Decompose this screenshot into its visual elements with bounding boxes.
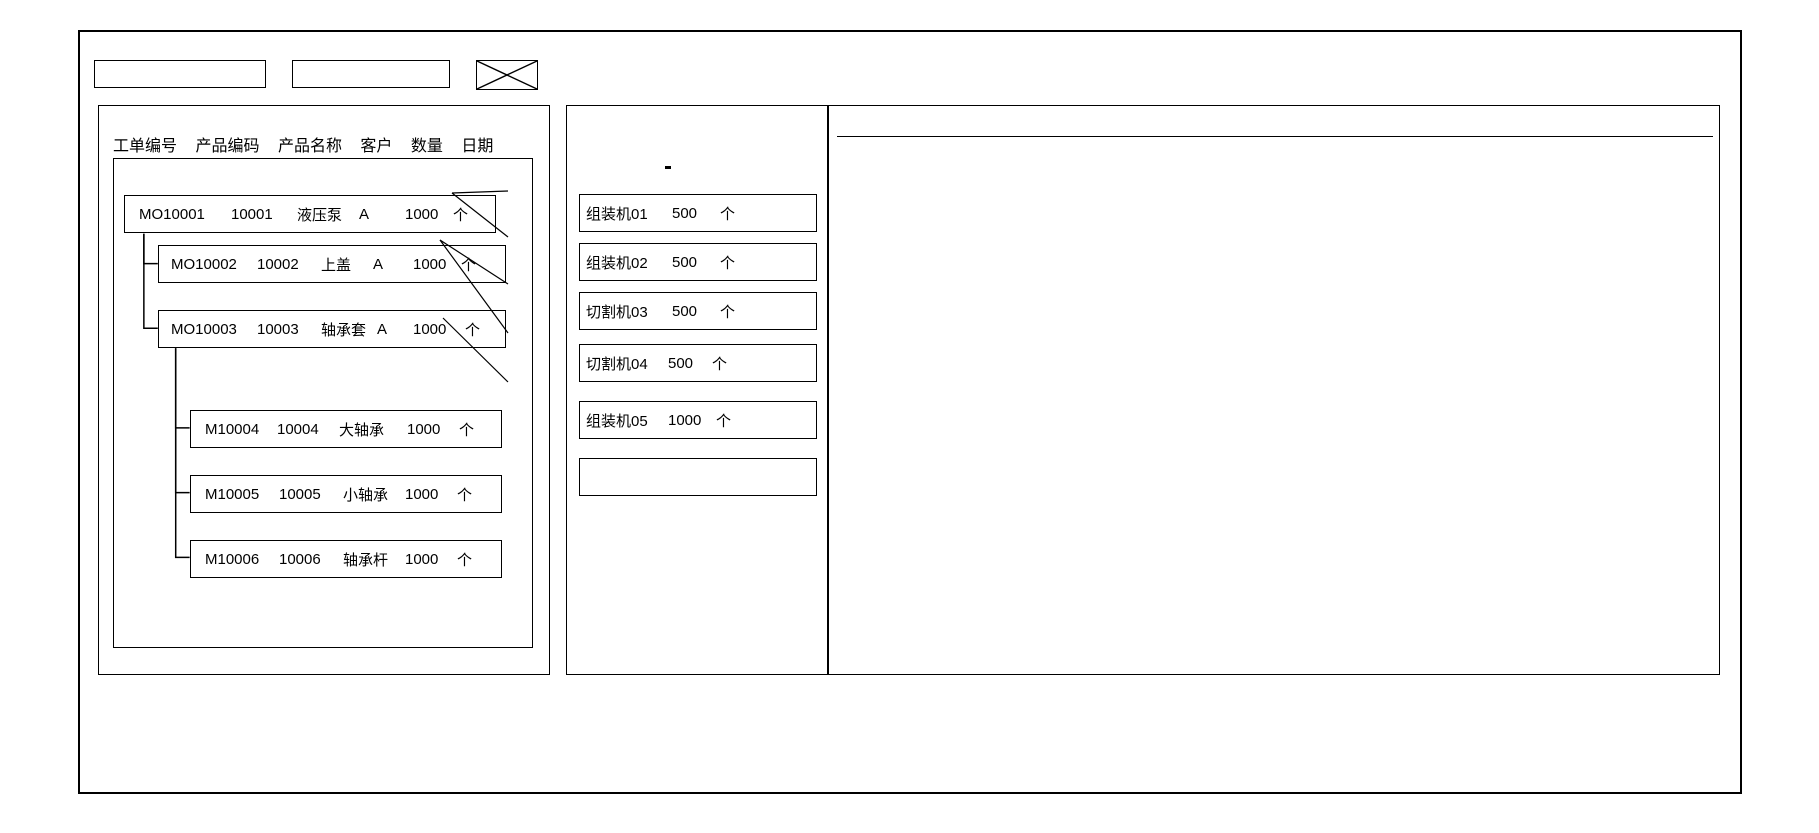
- tree-row-customer: A: [373, 255, 384, 273]
- machine-row-name: 切割机04: [586, 355, 648, 373]
- toolbar-field-one[interactable]: [94, 60, 266, 88]
- tree-row-product-code: 10003: [257, 320, 299, 338]
- tree-row-order-no: M10004: [205, 420, 260, 438]
- tree-row-customer: A: [359, 205, 370, 223]
- work-order-panel: 工单编号 产品编码 产品名称 客户 数量 日期: [98, 105, 550, 675]
- tree-row-unit: 个: [453, 206, 469, 224]
- tree-row-order-no: MO10001: [139, 205, 205, 223]
- tree-row[interactable]: MO10001 10001 液压泵 A 1000 个: [124, 195, 496, 233]
- machine-assignment-panel: 组装机01 500 个 组装机02 500 个 切割机03 500 个 切割机0…: [566, 105, 828, 675]
- tree-row-unit: 个: [457, 486, 473, 504]
- machine-row-qty: 500: [672, 253, 698, 271]
- machine-row-unit: 个: [716, 412, 732, 430]
- crossed-box-icon[interactable]: [476, 60, 538, 90]
- tree-row[interactable]: M10004 10004 大轴承 1000 个: [190, 410, 502, 448]
- tree-row[interactable]: MO10003 10003 轴承套 A 1000 个: [158, 310, 506, 348]
- work-order-tree: MO10001 10001 液压泵 A 1000 个 MO10002 10002…: [113, 158, 533, 648]
- tree-row-order-no: MO10002: [171, 255, 237, 273]
- toolbar-field-two[interactable]: [292, 60, 450, 88]
- machine-row-unit: 个: [720, 303, 736, 321]
- tree-row-product-code: 10002: [257, 255, 299, 273]
- tree-row-qty: 1000: [405, 485, 439, 503]
- work-order-column-headers: 工单编号 产品编码 产品名称 客户 数量 日期: [113, 132, 493, 156]
- machine-row-qty: 500: [672, 302, 698, 320]
- tree-row[interactable]: M10006 10006 轴承杆 1000 个: [190, 540, 502, 578]
- machine-row[interactable]: 组装机02 500 个: [579, 243, 817, 281]
- column-header-customer: 客户: [360, 138, 393, 155]
- tree-row[interactable]: M10005 10005 小轴承 1000 个: [190, 475, 502, 513]
- tree-row-order-no: M10006: [205, 550, 260, 568]
- detail-panel-content: [839, 146, 1709, 666]
- tree-row-qty: 1000: [413, 255, 447, 273]
- tree-row-unit: 个: [465, 321, 481, 339]
- machine-row[interactable]: 组装机01 500 个: [579, 194, 817, 232]
- tree-row-qty: 1000: [413, 320, 447, 338]
- tree-row[interactable]: MO10002 10002 上盖 A 1000 个: [158, 245, 506, 283]
- app-window: 工单编号 产品编码 产品名称 客户 数量 日期: [78, 30, 1742, 794]
- machine-row-name: 组装机05: [586, 412, 648, 430]
- tree-row-product-code: 10004: [277, 420, 319, 438]
- column-header-product-code: 产品编码: [195, 138, 260, 155]
- tree-row-unit: 个: [461, 256, 477, 274]
- column-header-qty: 数量: [410, 138, 443, 155]
- column-header-product-name: 产品名称: [277, 138, 342, 155]
- machine-row-empty[interactable]: [579, 458, 817, 496]
- tree-row-customer: A: [377, 320, 388, 338]
- tree-row-product-name: 小轴承: [343, 486, 389, 504]
- tree-row-unit: 个: [459, 421, 475, 439]
- machine-row-name: 切割机03: [586, 303, 648, 321]
- tree-row-product-code: 10001: [231, 205, 273, 223]
- tree-row-product-name: 液压泵: [297, 206, 343, 224]
- column-header-date: 日期: [461, 138, 494, 155]
- tree-row-order-no: M10005: [205, 485, 260, 503]
- tree-row-product-name: 大轴承: [339, 421, 385, 439]
- detail-panel-header-rule: [837, 136, 1713, 137]
- tree-row-qty: 1000: [405, 550, 439, 568]
- tree-row-product-name: 轴承套: [321, 321, 367, 339]
- machine-row-unit: 个: [720, 205, 736, 223]
- tree-row-order-no: MO10003: [171, 320, 237, 338]
- machine-row-unit: 个: [712, 355, 728, 373]
- tree-row-product-code: 10006: [279, 550, 321, 568]
- placeholder-dash-icon: [665, 166, 671, 169]
- machine-row-unit: 个: [720, 254, 736, 272]
- machine-row-qty: 500: [672, 204, 698, 222]
- tree-row-product-name: 上盖: [321, 256, 352, 274]
- detail-panel: [828, 105, 1720, 675]
- machine-row[interactable]: 组装机05 1000 个: [579, 401, 817, 439]
- tree-row-qty: 1000: [405, 205, 439, 223]
- column-header-order-no: 工单编号: [113, 138, 178, 155]
- tree-row-product-name: 轴承杆: [343, 551, 389, 569]
- tree-row-qty: 1000: [407, 420, 441, 438]
- machine-row-qty: 1000: [668, 411, 702, 429]
- machine-row-name: 组装机02: [586, 254, 648, 272]
- machine-row-qty: 500: [668, 354, 694, 372]
- tree-row-unit: 个: [457, 551, 473, 569]
- tree-row-product-code: 10005: [279, 485, 321, 503]
- machine-row-name: 组装机01: [586, 205, 648, 223]
- machine-row[interactable]: 切割机04 500 个: [579, 344, 817, 382]
- machine-row[interactable]: 切割机03 500 个: [579, 292, 817, 330]
